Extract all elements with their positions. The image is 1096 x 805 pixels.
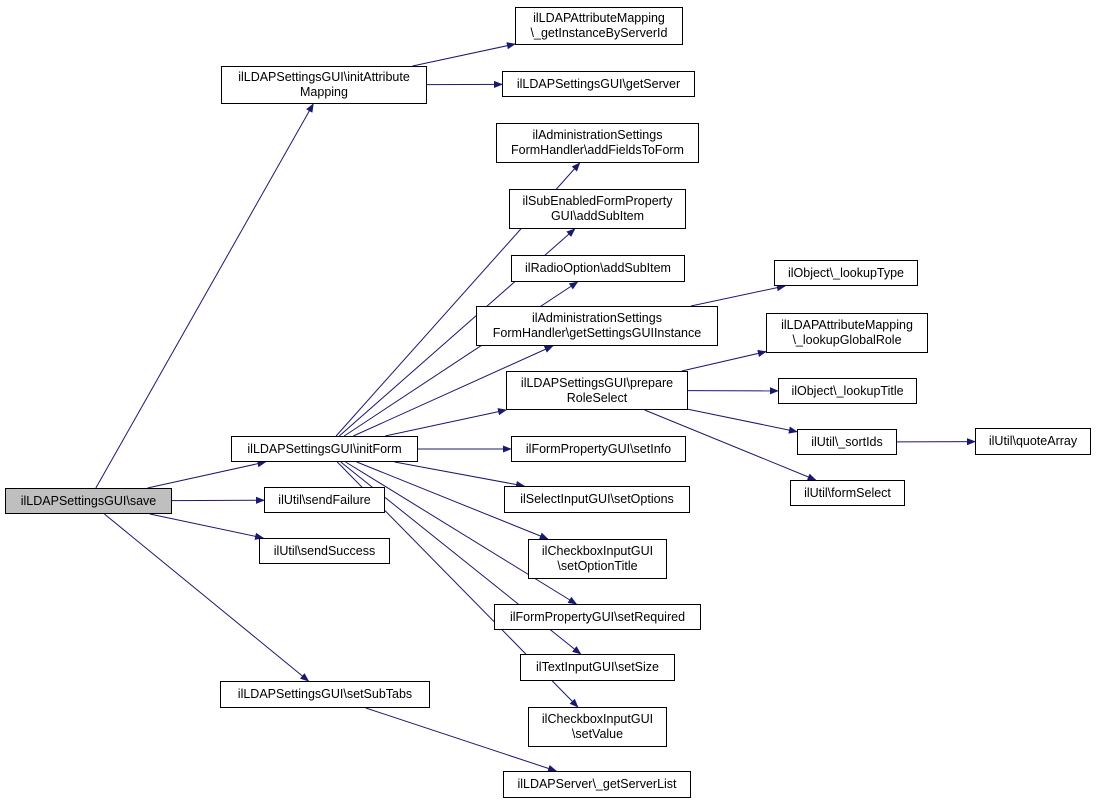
node-prepare-role-select[interactable]: ilLDAPSettingsGUI\prepare RoleSelect (506, 371, 688, 410)
node-get-instance-by-server-id[interactable]: ilLDAPAttributeMapping \_getInstanceBySe… (515, 7, 683, 45)
edge-setSubTabs-to-getServerList (365, 707, 558, 772)
node-set-sub-tabs[interactable]: ilLDAPSettingsGUI\setSubTabs (220, 681, 430, 708)
edge-prepareRoleSelect-to-formSelect (644, 409, 817, 481)
edge-initForm-to-setOptions (394, 461, 526, 489)
node-get-server-list[interactable]: ilLDAPServer\_getServerList (503, 771, 691, 798)
edge-save-to-sendSuccess (149, 513, 265, 540)
node-sub-enabled-add-sub-item[interactable]: ilSubEnabledFormProperty GUI\addSubItem (509, 189, 686, 229)
node-send-success[interactable]: ilUtil\sendSuccess (259, 538, 390, 564)
node-set-value[interactable]: ilCheckboxInputGUI \setValue (528, 707, 667, 747)
node-sort-ids[interactable]: ilUtil\_sortIds (797, 429, 897, 455)
edge-initForm-to-prepareRoleSelect (384, 408, 508, 437)
edge-save-to-initForm (147, 460, 267, 489)
edge-getSettingsGUIInstance-to-lookupType (690, 284, 786, 307)
node-set-size[interactable]: ilTextInputGUI\setSize (520, 654, 675, 681)
node-radio-add-sub-item[interactable]: ilRadioOption\addSubItem (511, 255, 685, 282)
node-lookup-type[interactable]: ilObject\_lookupType (774, 260, 918, 286)
node-set-option-title[interactable]: ilCheckboxInputGUI \setOptionTitle (528, 539, 667, 579)
node-form-select[interactable]: ilUtil\formSelect (790, 480, 905, 506)
node-set-required[interactable]: ilFormPropertyGUI\setRequired (494, 604, 701, 630)
node-set-options[interactable]: ilSelectInputGUI\setOptions (504, 486, 690, 513)
edge-prepareRoleSelect-to-sortIds (687, 408, 798, 434)
node-init-attribute-mapping[interactable]: ilLDAPSettingsGUI\initAttribute Mapping (221, 66, 427, 104)
node-init-form[interactable]: ilLDAPSettingsGUI\initForm (231, 436, 418, 462)
node-get-server[interactable]: ilLDAPSettingsGUI\getServer (502, 71, 695, 97)
edge-initForm-to-setOptionTitle (356, 461, 549, 540)
node-lookup-global-role[interactable]: ilLDAPAttributeMapping \_lookupGlobalRol… (766, 313, 928, 353)
node-lookup-title[interactable]: ilObject\_lookupTitle (778, 378, 917, 404)
node-quote-array[interactable]: ilUtil\quoteArray (975, 428, 1091, 455)
edge-initAttributeMapping-to-getInstanceByServerId (412, 42, 516, 67)
edge-save-to-initAttributeMapping (95, 103, 314, 489)
node-add-fields-to-form[interactable]: ilAdministrationSettings FormHandler\add… (496, 123, 699, 163)
node-set-info[interactable]: ilFormPropertyGUI\setInfo (511, 436, 686, 462)
node-get-settings-gui-instance[interactable]: ilAdministrationSettings FormHandler\get… (476, 306, 718, 346)
node-send-failure[interactable]: ilUtil\sendFailure (264, 487, 385, 513)
edge-initForm-to-getSettingsGUIInstance (353, 345, 554, 437)
edge-initForm-to-setRequired (345, 461, 578, 605)
edge-save-to-setSubTabs (104, 513, 310, 682)
node-save[interactable]: ilLDAPSettingsGUI\save (5, 488, 172, 514)
edge-prepareRoleSelect-to-lookupGlobalRole (681, 349, 767, 372)
